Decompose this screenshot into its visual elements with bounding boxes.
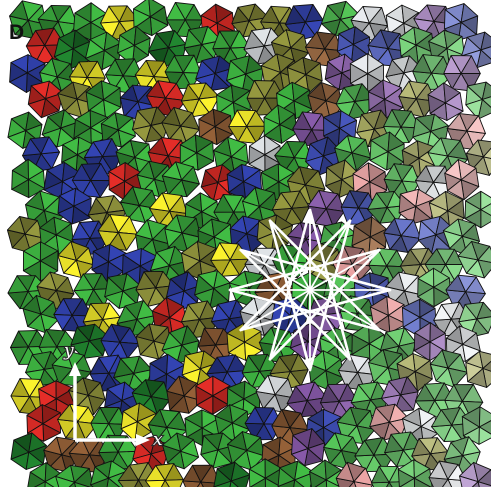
octahedron-tile [384, 219, 421, 253]
panel-label: D [9, 22, 24, 43]
y-axis-label: y [63, 341, 74, 361]
octahedron-tile [466, 82, 491, 119]
polyhedra-tiling [7, 0, 491, 487]
x-axis-label: x [153, 430, 163, 450]
